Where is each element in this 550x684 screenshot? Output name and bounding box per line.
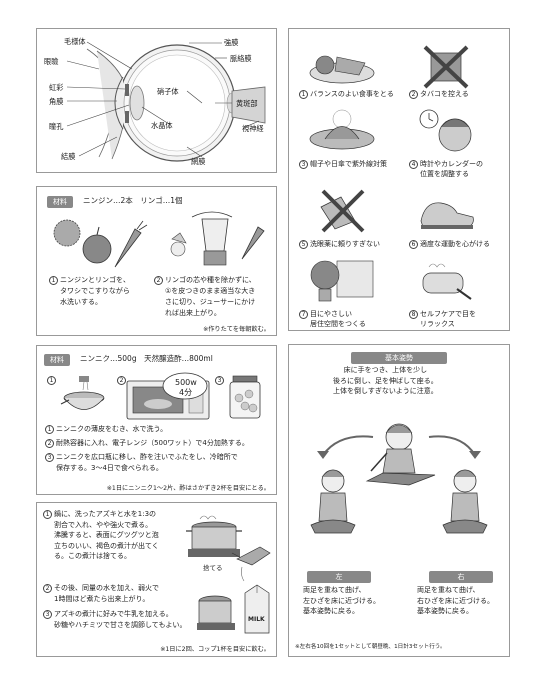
right-side-desc: 両足を重ねて曲げ、 右ひざを床に近づける。 基本姿勢に戻る。 xyxy=(417,586,494,615)
left-side-desc: 両足を重ねて曲げ、 左ひざを床に近づける。 基本姿勢に戻る。 xyxy=(303,586,380,615)
label-macula: 黄斑部 xyxy=(236,99,258,108)
ingredients-tag: 材料 xyxy=(47,196,73,208)
tip-number-7: 7 xyxy=(299,309,308,319)
sitting-woman-illustration xyxy=(310,423,488,534)
garlic-bowl-illustration xyxy=(60,376,105,410)
label-choroid: 脈絡膜 xyxy=(230,54,252,63)
basic-posture-title: 基本姿勢 xyxy=(351,352,447,364)
label-retina: 網膜 xyxy=(191,157,206,166)
label-sclera: 強膜 xyxy=(224,38,239,47)
hot-towel-icon xyxy=(422,263,472,300)
tip-number-1: 1 xyxy=(299,89,308,99)
clock-face-icon xyxy=(419,109,472,152)
tip-number-5: 5 xyxy=(299,239,308,249)
basic-posture-desc: 床に手をつき、上体を少し 後ろに倒し、足を伸ばして座る。 上体を倒しすぎないよう… xyxy=(333,366,438,395)
label-conjunctiva: 結膜 xyxy=(61,152,76,161)
tip-number-6: 6 xyxy=(409,239,418,249)
microwave-illustration xyxy=(126,372,210,420)
sneaker-icon xyxy=(420,202,474,229)
eye-cross-section xyxy=(66,41,266,162)
label-iris: 虹彩 xyxy=(49,83,64,92)
plant-room-icon xyxy=(310,260,374,302)
step-number-3: 3 xyxy=(43,609,52,619)
apple-carrot-illustration xyxy=(53,219,148,268)
sun-hat-icon xyxy=(309,109,375,150)
pot-and-milk-illustration xyxy=(197,584,270,634)
ingredients-text: ニンニク…500g 天然醸造酢…800ml xyxy=(80,354,213,363)
juicer-illustration xyxy=(170,211,265,266)
milk-label: MILK xyxy=(248,616,265,623)
discard-label: 捨てる xyxy=(203,564,223,572)
microwave-power: 500w xyxy=(175,378,197,387)
label-cornea: 角膜 xyxy=(49,97,64,106)
jar-illustration xyxy=(229,375,261,419)
food-icon xyxy=(309,55,375,84)
left-side-tag: 左 xyxy=(307,571,371,583)
step-number-1: 1 xyxy=(49,275,58,285)
azuki-note: ※1日に2回、コップ1杯を目安に飲む。 xyxy=(160,646,270,653)
tip-number-3: 3 xyxy=(299,159,308,169)
label-lens: 水晶体 xyxy=(151,121,173,130)
microwave-minutes: 4分 xyxy=(179,388,193,397)
step-number-1: 1 xyxy=(43,509,52,519)
garlic-note: ※1日にニンニク1〜2片、酢はさかずき2杯を目安にとる。 xyxy=(106,485,270,492)
step-number-2: 2 xyxy=(154,275,163,285)
no-eyewash-icon xyxy=(320,189,365,233)
exercise-panel: 基本姿勢 床に手をつき、上体を少し 後ろに倒し、足を伸ばして座る。 上体を倒しす… xyxy=(288,344,510,657)
label-ciliary: 毛様体 xyxy=(64,37,86,46)
label-optic: 視神経 xyxy=(242,124,264,133)
exercise-note: ※左右各10回を1セットとして朝昼晩、1日計3セット行う。 xyxy=(295,644,446,650)
tip-number-4: 4 xyxy=(409,159,418,169)
label-vitreous: 硝子体 xyxy=(157,87,179,96)
carrot-note: ※作りたてを毎朝飲む。 xyxy=(203,326,270,333)
garlic-vinegar-panel: 材料 ニンニク…500g 天然醸造酢…800ml 1 2 3 500w 4分 1… xyxy=(36,345,277,495)
step-number-1: 1 xyxy=(47,376,56,385)
right-side-tag: 右 xyxy=(429,571,493,583)
ingredients-tag: 材料 xyxy=(44,354,70,366)
boiling-pot-illustration xyxy=(186,515,271,582)
label-eyelid: 眼瞼 xyxy=(44,57,59,66)
ingredients-text: ニンジン…2本 リンゴ…1個 xyxy=(83,196,183,205)
tip-number-8: 8 xyxy=(409,309,418,319)
tip-number-2: 2 xyxy=(409,89,418,99)
step-number-1: 1 xyxy=(45,424,54,434)
step-number-3: 3 xyxy=(45,452,54,462)
no-smoking-icon xyxy=(423,45,469,89)
label-pupil: 瞳孔 xyxy=(49,122,64,131)
eye-diagram-panel: 毛様体 眼瞼 虹彩 角膜 瞳孔 結膜 硝子体 水晶体 強膜 脈絡膜 黄斑部 視神… xyxy=(36,28,277,173)
step-number-2: 2 xyxy=(117,376,126,385)
step-number-2: 2 xyxy=(43,583,52,593)
step-number-2: 2 xyxy=(45,438,54,448)
step-number-3: 3 xyxy=(215,376,224,385)
